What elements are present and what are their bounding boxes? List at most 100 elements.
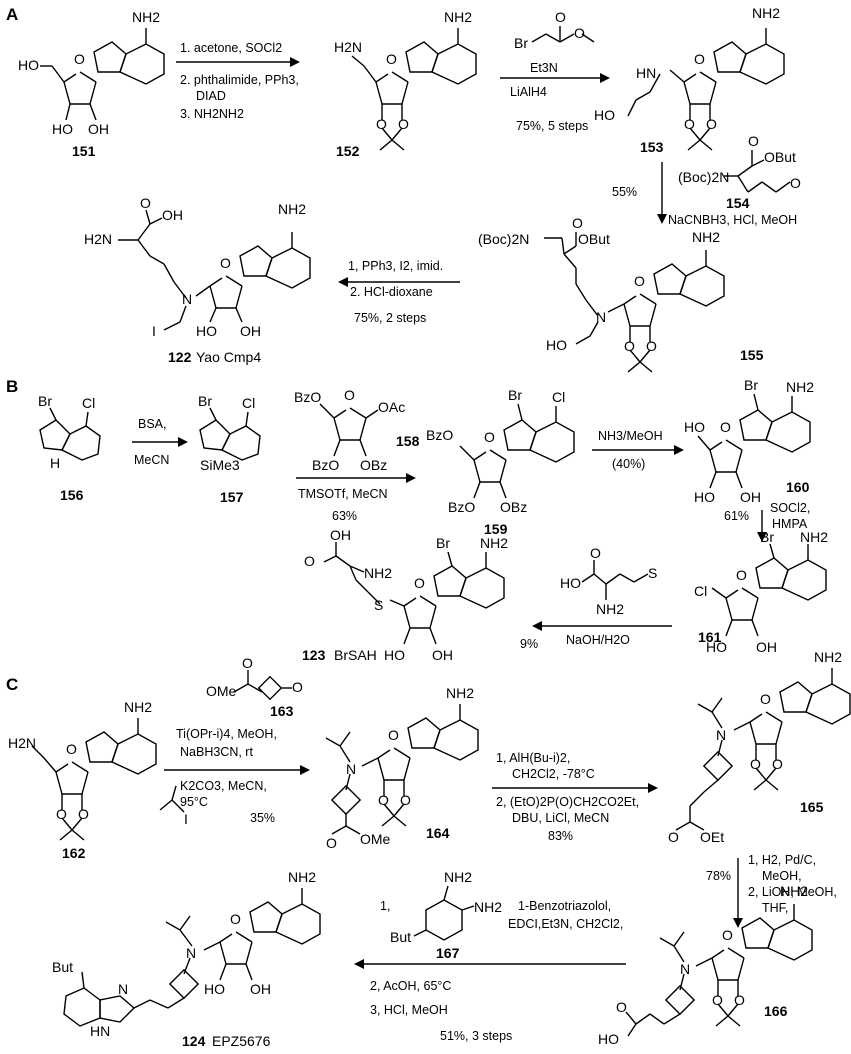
reaction-arrow (338, 277, 460, 287)
atom-label: O (616, 999, 627, 1015)
compound-162-structure: H2N O O O NH2 (8, 699, 157, 841)
atom-label: OH (330, 527, 351, 543)
reaction-condition: DBU, LiCl, MeCN (512, 811, 609, 825)
atom-label: N (596, 309, 606, 325)
reaction-arrow (657, 162, 667, 224)
reaction-arrow (354, 959, 626, 969)
atom-label: O (78, 806, 89, 822)
isopropyl-iodide-structure: I (159, 785, 188, 827)
atom-label: O (574, 25, 585, 41)
reaction-condition: 2. phthalimide, PPh3, (180, 73, 299, 87)
atom-label: HO (204, 981, 225, 997)
reaction-arrow (500, 73, 610, 83)
atom-label: O (734, 992, 745, 1008)
reaction-condition: MeCN (134, 453, 169, 467)
reaction-condition: DIAD (196, 89, 226, 103)
compound-163-structure: OMe O O (206, 655, 303, 701)
atom-label: NH2 (446, 685, 474, 701)
reaction-condition: LiAlH4 (510, 85, 547, 99)
atom-label: OMe (206, 683, 237, 699)
atom-label: I (184, 811, 188, 827)
atom-label: O (712, 992, 723, 1008)
atom-label: NH2 (596, 601, 624, 617)
atom-label: OEt (700, 829, 724, 845)
atom-label: O (376, 116, 387, 132)
atom-label: OBut (578, 231, 610, 247)
homocysteine-structure: HO O NH2 S (560, 545, 657, 617)
atom-label: O (720, 419, 731, 435)
reaction-condition: 3, HCl, MeOH (370, 1003, 448, 1017)
atom-label: O (74, 51, 85, 67)
atom-label: HO (594, 107, 615, 123)
compound-number-155: 155 (740, 347, 764, 363)
reaction-arrow (757, 510, 767, 542)
atom-label: NH2 (124, 699, 152, 715)
atom-label: HO (18, 57, 39, 73)
atom-label: HO (684, 419, 705, 435)
atom-label: O (634, 273, 645, 289)
atom-label: NH2 (752, 5, 780, 21)
atom-label: I (152, 323, 156, 339)
atom-label: NH2 (480, 535, 508, 551)
atom-label: NH2 (444, 9, 472, 25)
compound-number-162: 162 (62, 845, 86, 861)
compound-number-158: 158 (396, 433, 420, 449)
atom-label: SiMe3 (200, 457, 240, 473)
reaction-condition: TMSOTf, MeCN (298, 487, 388, 501)
reaction-arrow (492, 783, 658, 793)
compound-number-152: 152 (336, 143, 360, 159)
atom-label: NH2 (692, 229, 720, 245)
atom-label: Cl (242, 395, 255, 411)
compound-123-structure: Br NH2 OH O NH2 S HO OH O (304, 527, 508, 663)
atom-label: HO (706, 639, 727, 655)
atom-label: O (624, 338, 635, 354)
atom-label: Cl (694, 583, 707, 599)
compound-number-157: 157 (220, 489, 244, 505)
atom-label: O (684, 116, 695, 132)
atom-label: Cl (82, 395, 95, 411)
atom-label: NH2 (132, 9, 160, 25)
atom-label: HO (546, 337, 567, 353)
reaction-condition: BSA, (138, 417, 167, 431)
atom-label: O (748, 133, 759, 149)
compound-name-122: Yao Cmp4 (196, 349, 261, 365)
compound-number-151: 151 (72, 143, 96, 159)
atom-label: Br (744, 377, 758, 393)
atom-label: O (694, 51, 705, 67)
section-label-b: B (6, 377, 18, 396)
compound-167-structure: NH2 NH2 But (390, 869, 502, 945)
atom-label: NH2 (786, 379, 814, 395)
reaction-condition: (40%) (612, 457, 645, 471)
atom-label: O (646, 338, 657, 354)
atom-label: N (346, 761, 356, 777)
reaction-arrow (592, 445, 684, 455)
atom-label: NH2 (800, 529, 828, 545)
atom-label: O (66, 741, 77, 757)
atom-label: O (790, 175, 801, 191)
reaction-condition: 1, AlH(Bu-i)2, (496, 751, 570, 765)
atom-label: O (590, 545, 601, 561)
reaction-condition: NaBH3CN, rt (180, 745, 253, 759)
reaction-condition: SOCl2, (770, 501, 810, 515)
atom-label: (Boc)2N (678, 169, 729, 185)
reaction-condition: 51%, 3 steps (440, 1029, 512, 1043)
reaction-arrow (532, 621, 672, 631)
reaction-condition: 75%, 2 steps (354, 311, 426, 325)
atom-label: O (736, 567, 747, 583)
compound-number-160: 160 (786, 479, 810, 495)
atom-label: O (292, 679, 303, 695)
atom-label: O (668, 829, 679, 845)
reaction-condition: THF, (762, 901, 788, 915)
compound-155-structure: (Boc)2N O OBut N HO O O O NH2 (478, 215, 725, 373)
atom-label: Br (198, 393, 212, 409)
atom-label: O (555, 9, 566, 25)
compound-number-167: 167 (436, 945, 460, 961)
reaction-condition: HMPA (772, 517, 808, 531)
atom-label: O (386, 51, 397, 67)
reaction-arrow (296, 473, 416, 483)
compound-number-163: 163 (270, 703, 294, 719)
atom-label: H2N (8, 735, 36, 751)
atom-label: BzO (294, 389, 321, 405)
reaction-condition: MeOH, (762, 869, 802, 883)
